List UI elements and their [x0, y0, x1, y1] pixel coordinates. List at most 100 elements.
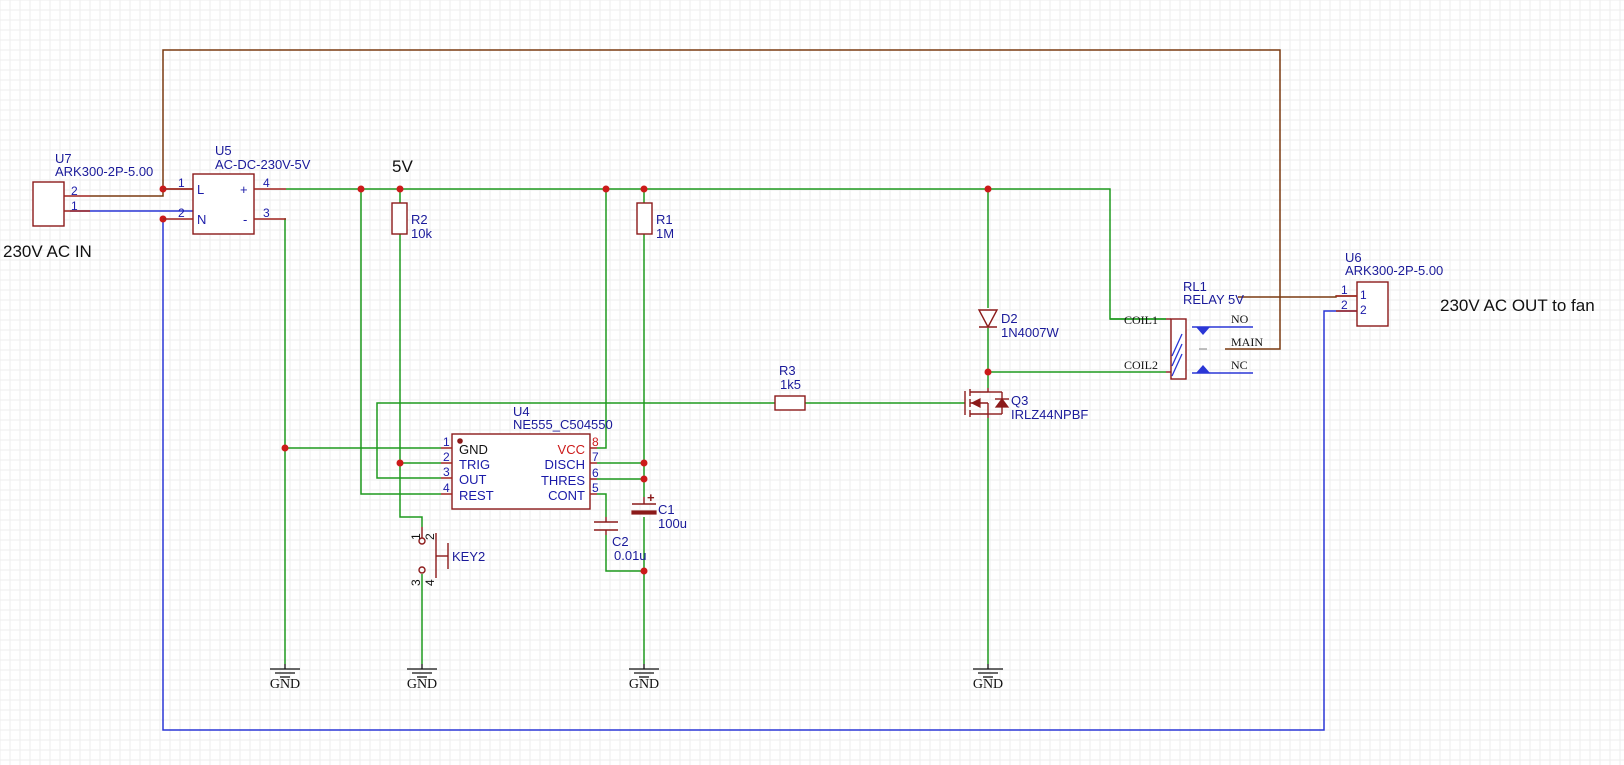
connector-u7: 2 1 U7 ARK300-2P-5.00 [32, 151, 153, 227]
u5-value: AC-DC-230V-5V [215, 157, 311, 172]
u4-pin-5: 5 [592, 481, 599, 495]
r1-value: 1M [656, 226, 674, 241]
ic-u4: 1 2 3 4 GND TRIG OUT REST 8 7 6 5 VCC DI… [441, 404, 613, 510]
u6-pin-1-outer: 1 [1341, 283, 1348, 297]
switch-key2: 1 2 3 4 KEY2 [409, 527, 485, 586]
u5-pin-n: N [197, 212, 206, 227]
junction-dot [396, 459, 404, 467]
u6-value: ARK300-2P-5.00 [1345, 263, 1443, 278]
u4-pin-4: 4 [443, 481, 450, 495]
u5-pin-4: 4 [263, 176, 270, 190]
r1-ref: R1 [656, 212, 673, 227]
u5-pin-3: 3 [263, 206, 270, 220]
q3-ref: Q3 [1011, 393, 1028, 408]
u6-pin-1-inner: 1 [1360, 288, 1367, 302]
r3-ref: R3 [779, 363, 796, 378]
r3-value: 1k5 [780, 377, 801, 392]
u6-pin-2-outer: 2 [1341, 298, 1348, 312]
u5-pin-l: L [197, 182, 204, 197]
c1-ref: C1 [658, 502, 675, 517]
relay-rl1: COIL1 COIL2 NO MAIN NC RL1 RELAY 5V [1110, 279, 1263, 380]
connector-u6: 1 2 1 2 U6 ARK300-2P-5.00 [1336, 250, 1443, 327]
junction-dot [640, 459, 648, 467]
u5-pin-plus: + [240, 182, 248, 197]
key2-pin-2: 2 [423, 533, 437, 540]
mosfet-q3: Q3 IRLZ44NPBF [964, 388, 1088, 422]
wire-u5-gnd [284, 218, 286, 664]
module-u5: 1 2 4 3 L N + - U5 AC-DC-230V-5V [163, 143, 311, 235]
junction-dot [984, 185, 992, 193]
capacitor-c1: + C1 100u [631, 490, 687, 531]
key2-pin-4: 4 [423, 579, 437, 586]
resistor-r3: R3 1k5 [774, 363, 806, 411]
rl1-ref: RL1 [1183, 279, 1207, 294]
wire-neutral-loop [162, 219, 1357, 731]
u4-ref: U4 [513, 404, 530, 419]
wire-vcc [597, 189, 607, 449]
gnd-symbol-3: GND [629, 664, 659, 692]
resistor-r2: R2 10k [391, 202, 432, 241]
u4-pin-2: 2 [443, 450, 450, 464]
u4-pin-thres-label: THRES [541, 473, 585, 488]
junction-dot [357, 185, 365, 193]
u4-pin-cont-label: CONT [548, 488, 585, 503]
u4-pin-1: 1 [443, 435, 450, 449]
wire-reset [360, 189, 441, 495]
c1-polarity: + [647, 490, 655, 505]
u5-ref: U5 [215, 143, 232, 158]
u4-pin-gnd-label: GND [459, 442, 488, 457]
u5-pin-minus: - [243, 212, 247, 227]
gnd-symbol-4: GND [973, 664, 1003, 692]
relay-no-label: NO [1231, 312, 1249, 326]
u4-pin-rest-label: REST [459, 488, 494, 503]
gnd-label: GND [629, 677, 659, 692]
u4-value: NE555_C504550 [513, 417, 613, 432]
wire-live-top-loop [162, 49, 1281, 350]
u4-pin-vcc-label: VCC [558, 442, 585, 457]
resistor-r1: R1 1M [636, 202, 674, 241]
u5-pin-2: 2 [178, 206, 185, 220]
u4-pin-6: 6 [592, 466, 599, 480]
junction-dot [602, 185, 610, 193]
c2-ref: C2 [612, 534, 629, 549]
junction-dot [640, 185, 648, 193]
resistor-r3-body [774, 395, 806, 411]
wire-r2-down [399, 234, 423, 527]
gnd-symbol-2: GND [407, 664, 437, 692]
u4-pin-3: 3 [443, 465, 450, 479]
relay-main-label: MAIN [1231, 335, 1263, 349]
gnd-label: GND [270, 677, 300, 692]
u7-pin-1: 1 [71, 199, 78, 213]
resistor-r2-body [391, 202, 408, 235]
relay-coil1-label: COIL1 [1124, 313, 1158, 327]
relay-rl1-coil [1170, 318, 1187, 380]
diode-d2: D2 1N4007W [977, 309, 1060, 340]
u4-pin-out-label: OUT [459, 472, 487, 487]
junction-dot [640, 475, 648, 483]
key2-pin-1: 1 [409, 533, 423, 540]
connector-u6-body [1356, 281, 1389, 327]
gnd-label: GND [407, 677, 437, 692]
ac-in-label: 230V AC IN [3, 242, 92, 261]
u5-pin-1: 1 [178, 176, 185, 190]
key2-ref: KEY2 [452, 549, 485, 564]
key2-pin-3: 3 [409, 579, 423, 586]
junction-dot [396, 185, 404, 193]
d2-ref: D2 [1001, 311, 1018, 326]
r2-value: 10k [411, 226, 432, 241]
r2-ref: R2 [411, 212, 428, 227]
c1-value: 100u [658, 516, 687, 531]
wire-cont [597, 493, 607, 517]
rl1-value: RELAY 5V [1183, 292, 1244, 307]
junction-dot [281, 444, 289, 452]
c2-value: 0.01u [614, 548, 647, 563]
ac-out-label: 230V AC OUT to fan [1440, 296, 1595, 315]
u7-value: ARK300-2P-5.00 [55, 164, 153, 179]
relay-nc-label: NC [1231, 358, 1248, 372]
junction-dot [984, 368, 992, 376]
u4-pin-7: 7 [592, 450, 599, 464]
resistor-r1-body [636, 202, 653, 235]
capacitor-c2: C2 0.01u [594, 517, 647, 563]
